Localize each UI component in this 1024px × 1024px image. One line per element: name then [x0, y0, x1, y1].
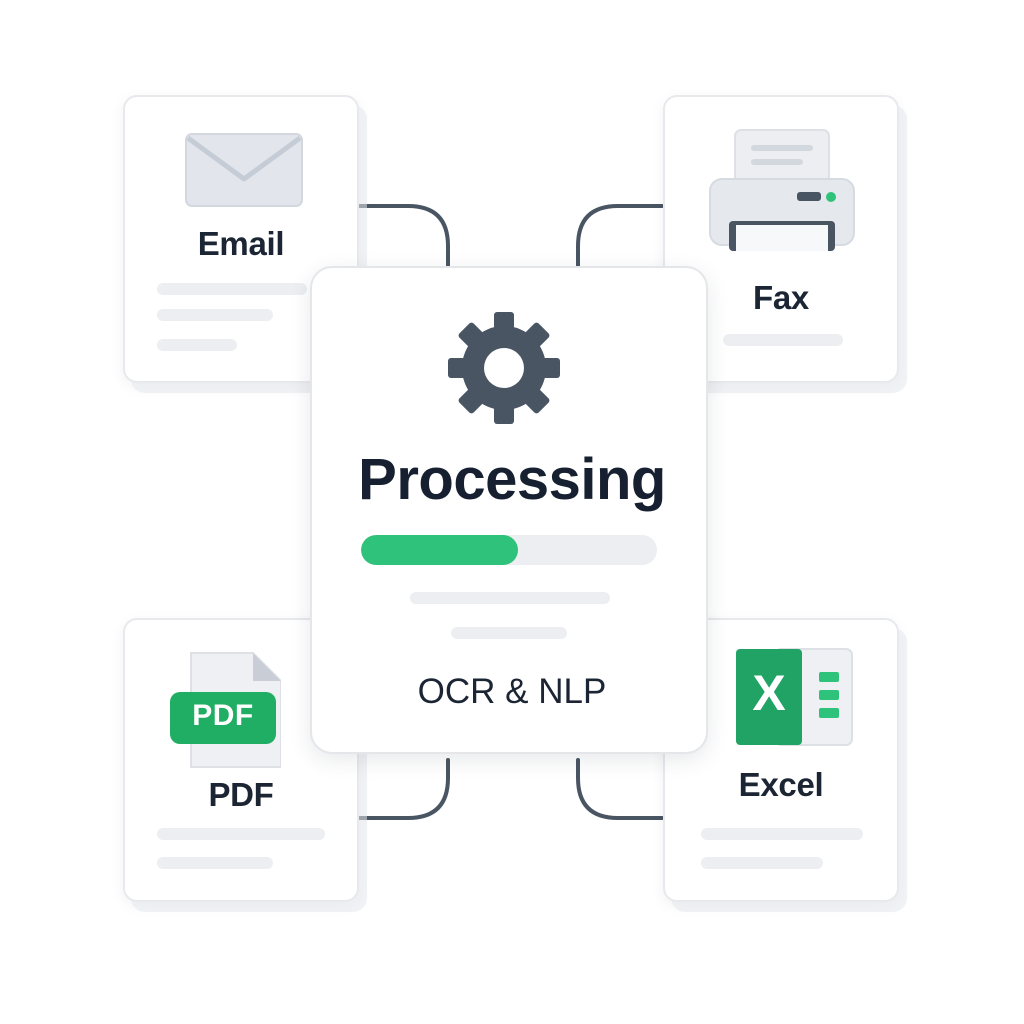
placeholder-line	[451, 627, 567, 639]
placeholder-line	[157, 828, 325, 840]
gear-icon	[448, 312, 560, 424]
pdf-label: PDF	[208, 776, 274, 813]
printer-icon	[709, 129, 855, 251]
pdf-source-card[interactable]: PDF PDF	[123, 618, 359, 902]
pdf-badge-text: PDF	[192, 699, 254, 732]
placeholder-line	[157, 283, 307, 295]
envelope-icon	[185, 133, 303, 207]
excel-icon	[736, 648, 853, 746]
excel-badge-text: X	[752, 665, 786, 721]
connector-fax	[576, 204, 664, 268]
pdf-file-icon	[170, 652, 281, 768]
fax-label: Fax	[753, 279, 809, 316]
placeholder-line	[701, 857, 823, 869]
placeholder-line	[410, 592, 610, 604]
connector-email	[358, 204, 450, 268]
placeholder-line	[157, 857, 273, 869]
connector-excel	[576, 758, 664, 820]
email-source-card[interactable]: Email	[123, 95, 359, 383]
excel-label: Excel	[738, 766, 824, 803]
placeholder-line	[157, 339, 237, 351]
placeholder-line	[723, 334, 843, 346]
excel-source-card[interactable]: X Excel	[663, 618, 899, 902]
email-label: Email	[197, 225, 285, 262]
placeholder-line	[701, 828, 863, 840]
placeholder-line	[157, 309, 273, 321]
processing-subtitle: OCR & NLP	[417, 672, 607, 711]
connector-pdf	[358, 758, 450, 820]
processing-title: Processing	[358, 447, 666, 512]
progress-bar-fill	[361, 535, 518, 565]
progress-bar	[361, 535, 657, 565]
